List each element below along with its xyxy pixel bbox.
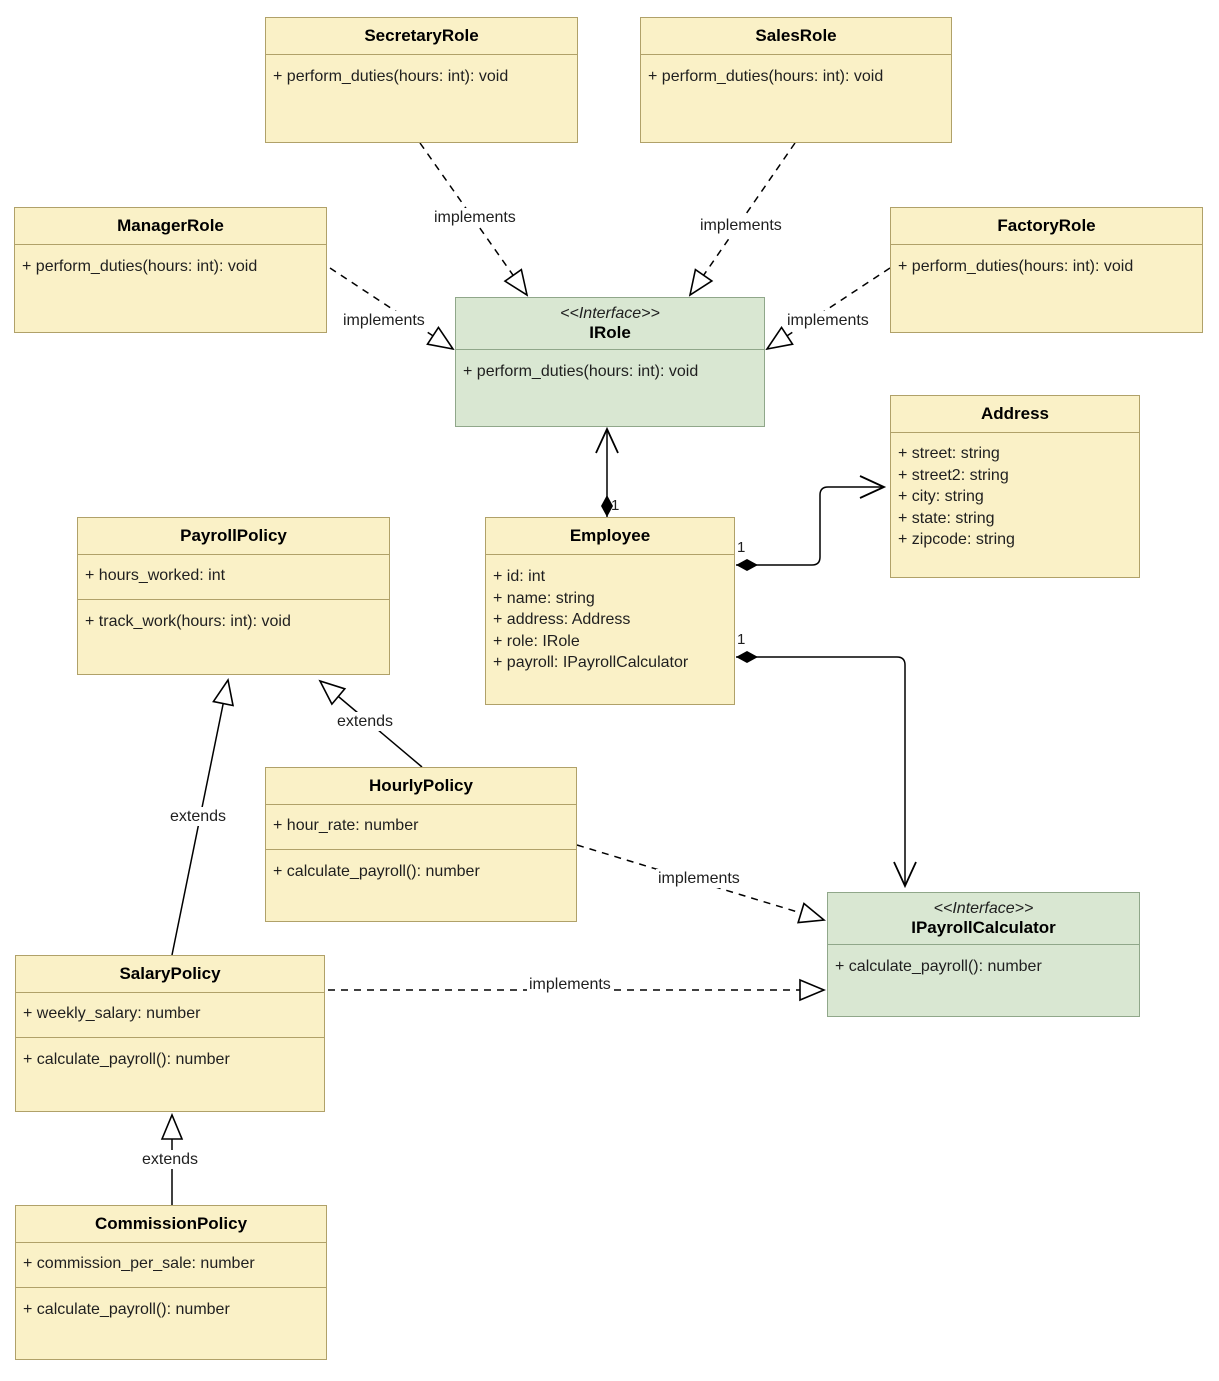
attribute: + id: int bbox=[493, 568, 546, 585]
class-payroll-policy: PayrollPolicy + hours_worked: int + trac… bbox=[77, 517, 390, 675]
attribute: + payroll: IPayrollCalculator bbox=[493, 654, 689, 671]
class-methods-compartment: + calculate_payroll(): number bbox=[266, 850, 576, 921]
attribute: + city: string bbox=[898, 488, 984, 505]
multiplicity-employee-role: 1 bbox=[611, 497, 620, 514]
attribute: + street: string bbox=[898, 445, 1000, 462]
attribute: + role: IRole bbox=[493, 632, 580, 650]
edge-employee-ipayrollcalculator bbox=[736, 651, 917, 889]
interface-ipayroll-calculator: <<Interface>> IPayrollCalculator + calcu… bbox=[827, 892, 1140, 1017]
edge-managerrole-implements-irole bbox=[329, 267, 453, 349]
class-methods-compartment: + perform_duties(hours: int): void bbox=[891, 245, 1202, 332]
interface-stereotype: <<Interface>> bbox=[933, 900, 1034, 917]
method: + perform_duties(hours: int): void bbox=[463, 363, 699, 380]
attribute: + hour_rate: number bbox=[273, 817, 419, 834]
class-title: FactoryRole bbox=[891, 208, 1202, 245]
class-address: Address + street: string + street2: stri… bbox=[890, 395, 1140, 578]
class-methods-compartment: + perform_duties(hours: int): void bbox=[15, 245, 326, 332]
label-implements-salary: implements bbox=[527, 975, 613, 994]
interface-header: <<Interface>> IPayrollCalculator bbox=[828, 893, 1139, 945]
class-title: ManagerRole bbox=[15, 208, 326, 245]
label-implements-sales: implements bbox=[698, 216, 784, 235]
attribute: + weekly_salary: number bbox=[23, 1005, 201, 1022]
class-title: Employee bbox=[486, 518, 734, 555]
method: + perform_duties(hours: int): void bbox=[22, 258, 258, 275]
attribute: + commission_per_sale: number bbox=[23, 1255, 255, 1272]
method: + calculate_payroll(): number bbox=[23, 1301, 230, 1318]
class-attributes-compartment: + weekly_salary: number bbox=[16, 993, 324, 1038]
class-title: SecretaryRole bbox=[266, 18, 577, 55]
attribute: + hours_worked: int bbox=[85, 567, 226, 584]
label-extends-commission: extends bbox=[140, 1150, 201, 1169]
class-commission-policy: CommissionPolicy + commission_per_sale: … bbox=[15, 1205, 327, 1360]
interface-header: <<Interface>> IRole bbox=[456, 298, 764, 350]
label-extends-salary: extends bbox=[168, 807, 229, 826]
method: + calculate_payroll(): number bbox=[273, 863, 480, 880]
class-methods-compartment: + track_work(hours: int): void bbox=[78, 600, 389, 674]
class-title: HourlyPolicy bbox=[266, 768, 576, 805]
method: + calculate_payroll(): number bbox=[835, 958, 1042, 975]
class-title: SalesRole bbox=[641, 18, 951, 55]
method: + perform_duties(hours: int): void bbox=[273, 68, 509, 85]
interface-title: IPayrollCalculator bbox=[911, 918, 1056, 937]
label-extends-hourly: extends bbox=[335, 712, 396, 731]
interface-stereotype: <<Interface>> bbox=[560, 305, 660, 322]
method: + calculate_payroll(): number bbox=[23, 1051, 230, 1068]
multiplicity-employee-address: 1 bbox=[737, 539, 746, 556]
class-methods-compartment: + calculate_payroll(): number bbox=[16, 1288, 326, 1359]
class-attributes-compartment: + commission_per_sale: number bbox=[16, 1243, 326, 1288]
method: + perform_duties(hours: int): void bbox=[898, 258, 1134, 275]
class-methods-compartment: + calculate_payroll(): number bbox=[16, 1038, 324, 1111]
label-implements-secretary: implements bbox=[432, 208, 518, 227]
class-manager-role: ManagerRole + perform_duties(hours: int)… bbox=[14, 207, 327, 333]
class-salary-policy: SalaryPolicy + weekly_salary: number + c… bbox=[15, 955, 325, 1112]
interface-methods-compartment: + calculate_payroll(): number bbox=[828, 945, 1139, 1016]
method: + track_work(hours: int): void bbox=[85, 613, 291, 630]
class-attributes-compartment: + hour_rate: number bbox=[266, 805, 576, 850]
label-implements-hourly: implements bbox=[656, 869, 742, 888]
class-secretary-role: SecretaryRole + perform_duties(hours: in… bbox=[265, 17, 578, 143]
class-employee: Employee + id: int + name: string + addr… bbox=[485, 517, 735, 705]
class-title: Address bbox=[891, 396, 1139, 433]
interface-irole: <<Interface>> IRole + perform_duties(hou… bbox=[455, 297, 765, 427]
class-title: CommissionPolicy bbox=[16, 1206, 326, 1243]
class-hourly-policy: HourlyPolicy + hour_rate: number + calcu… bbox=[265, 767, 577, 922]
class-sales-role: SalesRole + perform_duties(hours: int): … bbox=[640, 17, 952, 143]
class-attributes-compartment: + id: int + name: string + address: Addr… bbox=[486, 555, 734, 704]
class-attributes-compartment: + hours_worked: int bbox=[78, 555, 389, 600]
label-implements-manager: implements bbox=[341, 311, 427, 330]
interface-title: IRole bbox=[589, 323, 631, 342]
method: + perform_duties(hours: int): void bbox=[648, 68, 884, 85]
edge-factoryrole-implements-irole bbox=[767, 267, 891, 349]
class-title: SalaryPolicy bbox=[16, 956, 324, 993]
attribute: + address: Address bbox=[493, 611, 631, 628]
class-attributes-compartment: + street: string + street2: string + cit… bbox=[891, 433, 1139, 577]
multiplicity-employee-payroll: 1 bbox=[737, 631, 746, 648]
class-title: PayrollPolicy bbox=[78, 518, 389, 555]
attribute: + name: string bbox=[493, 589, 595, 607]
interface-methods-compartment: + perform_duties(hours: int): void bbox=[456, 350, 764, 426]
class-factory-role: FactoryRole + perform_duties(hours: int)… bbox=[890, 207, 1203, 333]
attribute: + street2: string bbox=[898, 466, 1009, 484]
class-methods-compartment: + perform_duties(hours: int): void bbox=[641, 55, 951, 142]
label-implements-factory: implements bbox=[785, 311, 871, 330]
attribute: + zipcode: string bbox=[898, 531, 1015, 548]
class-methods-compartment: + perform_duties(hours: int): void bbox=[266, 55, 577, 142]
edge-employee-address bbox=[736, 475, 887, 571]
attribute: + state: string bbox=[898, 509, 995, 527]
